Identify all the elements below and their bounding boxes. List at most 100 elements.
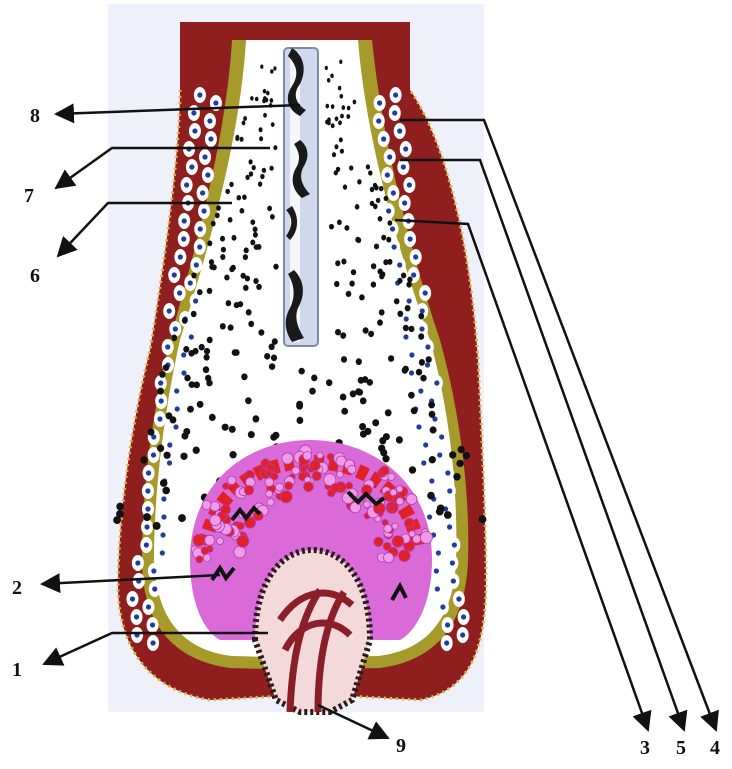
pigment-dot	[250, 240, 255, 246]
pigment-dot	[207, 337, 213, 344]
sheath-cell-nucleus	[135, 560, 140, 565]
sheath-cell-nucleus	[161, 496, 166, 501]
matrix-cell	[266, 470, 273, 477]
pigment-dot	[228, 217, 233, 223]
pigment-dot	[362, 376, 368, 383]
sheath-cell-nucleus	[173, 424, 178, 429]
sheath-cell-nucleus	[191, 110, 196, 115]
matrix-cell	[388, 505, 395, 512]
pigment-dot	[340, 114, 344, 119]
pigment-dot	[379, 309, 385, 315]
pigment-dot	[429, 456, 436, 463]
pigment-dot	[331, 123, 335, 128]
matrix-cell	[310, 460, 321, 471]
pigment-dot	[430, 426, 437, 433]
pigment-dot	[249, 159, 253, 164]
matrix-cell	[420, 532, 432, 544]
sheath-cell-nucleus	[460, 632, 465, 637]
pigment-dot	[266, 91, 270, 96]
label-1: 1	[12, 660, 22, 680]
pigment-dot	[273, 145, 277, 150]
pigment-dot	[418, 333, 424, 340]
pigment-dot	[444, 511, 452, 519]
sheath-cell-nucleus	[429, 478, 434, 483]
matrix-cell	[327, 453, 334, 460]
pigment-dot	[359, 294, 365, 300]
pigment-dot	[388, 355, 394, 362]
sheath-cell-nucleus	[411, 272, 416, 277]
sheath-cell-nucleus	[419, 326, 424, 331]
pigment-dot	[241, 373, 247, 380]
matrix-cell	[374, 537, 383, 546]
matrix-cell	[202, 501, 211, 510]
sheath-cell-nucleus	[445, 470, 450, 475]
pigment-dot	[182, 317, 188, 323]
sheath-cell-nucleus	[160, 550, 165, 555]
pigment-dot	[405, 305, 411, 311]
pigment-dot	[160, 479, 168, 487]
matrix-cell	[234, 546, 246, 558]
pigment-dot	[163, 364, 169, 371]
pigment-dot	[225, 189, 230, 194]
sheath-cell-nucleus	[184, 182, 189, 187]
matrix-cell	[364, 501, 371, 508]
sheath-cell-nucleus	[423, 290, 428, 295]
matrix-cell	[390, 489, 397, 496]
sheath-cell-nucleus	[409, 352, 414, 357]
sheath-cell-nucleus	[407, 182, 412, 187]
matrix-cell	[266, 490, 273, 497]
sheath-cell-nucleus	[435, 586, 440, 591]
pigment-dot	[263, 113, 267, 118]
matrix-cell	[392, 536, 404, 548]
pigment-dot	[242, 195, 247, 200]
sheath-cell-nucleus	[444, 640, 449, 645]
pigment-dot	[406, 282, 411, 288]
pigment-dot	[216, 205, 221, 211]
matrix-cell	[399, 550, 411, 562]
sheath-cell-nucleus	[397, 262, 402, 267]
pigment-dot	[379, 273, 384, 279]
sheath-cell-nucleus	[158, 380, 163, 385]
pigment-dot	[140, 456, 147, 463]
pigment-dot	[374, 185, 379, 190]
pigment-dot	[403, 325, 409, 331]
pigment-dot	[204, 354, 210, 361]
pigment-dot	[243, 254, 248, 260]
matrix-cell	[380, 466, 389, 475]
pigment-dot	[449, 451, 456, 458]
pigment-dot	[416, 369, 422, 376]
pigment-dot	[243, 116, 247, 121]
pigment-dot	[170, 416, 177, 423]
pigment-dot	[418, 313, 424, 319]
pigment-dot	[330, 74, 333, 79]
sheath-cell-nucleus	[159, 398, 164, 403]
pigment-dot	[116, 510, 124, 518]
matrix-cell	[265, 478, 274, 487]
pigment-dot	[229, 426, 236, 433]
sheath-cell-nucleus	[157, 416, 162, 421]
pigment-dot	[341, 408, 348, 415]
pigment-dot	[258, 329, 264, 335]
pigment-dot	[271, 122, 275, 127]
matrix-cell	[388, 473, 395, 480]
pigment-dot	[381, 235, 386, 241]
pigment-dot	[183, 346, 189, 353]
matrix-cell	[396, 486, 403, 493]
pigment-dot	[325, 66, 328, 70]
pigment-dot	[463, 452, 470, 459]
sheath-cell-nucleus	[167, 308, 172, 313]
matrix-cell	[228, 476, 236, 484]
dermal-papilla	[255, 550, 370, 712]
sheath-cell-nucleus	[377, 100, 382, 105]
pigment-dot	[253, 415, 260, 422]
pigment-dot	[383, 433, 390, 440]
sheath-cell-nucleus	[421, 460, 426, 465]
pigment-dot	[349, 281, 354, 287]
pigment-dot	[427, 492, 435, 500]
sheath-cell-nucleus	[413, 254, 418, 259]
pigment-dot	[350, 390, 357, 397]
sheath-cell-nucleus	[434, 568, 439, 573]
pigment-dot	[355, 204, 360, 210]
sheath-cell-nucleus	[182, 218, 187, 223]
